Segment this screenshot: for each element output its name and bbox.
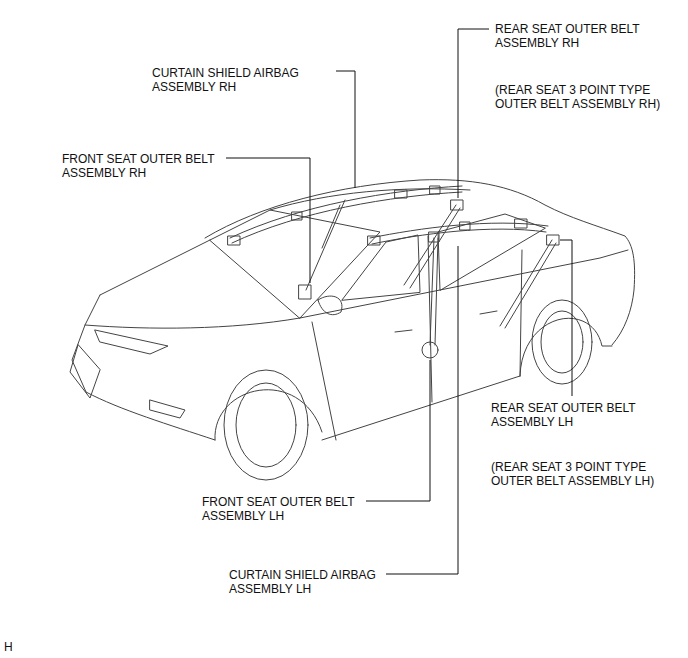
part-label: H xyxy=(4,640,24,654)
part-label: REAR SEAT OUTER BELT ASSEMBLY LH xyxy=(491,401,656,429)
part-label: CURTAIN SHIELD AIRBAG ASSEMBLY RH xyxy=(152,66,324,94)
part-label: REAR SEAT OUTER BELT ASSEMBLY RH xyxy=(495,22,660,50)
part-label: FRONT SEAT OUTER BELT ASSEMBLY LH xyxy=(202,495,362,523)
part-label: CURTAIN SHIELD AIRBAG ASSEMBLY LH xyxy=(229,568,384,596)
part-label: (REAR SEAT 3 POINT TYPE OUTER BELT ASSEM… xyxy=(495,83,675,111)
part-label: FRONT SEAT OUTER BELT ASSEMBLY RH xyxy=(62,152,222,180)
part-label: (REAR SEAT 3 POINT TYPE OUTER BELT ASSEM… xyxy=(491,460,671,488)
